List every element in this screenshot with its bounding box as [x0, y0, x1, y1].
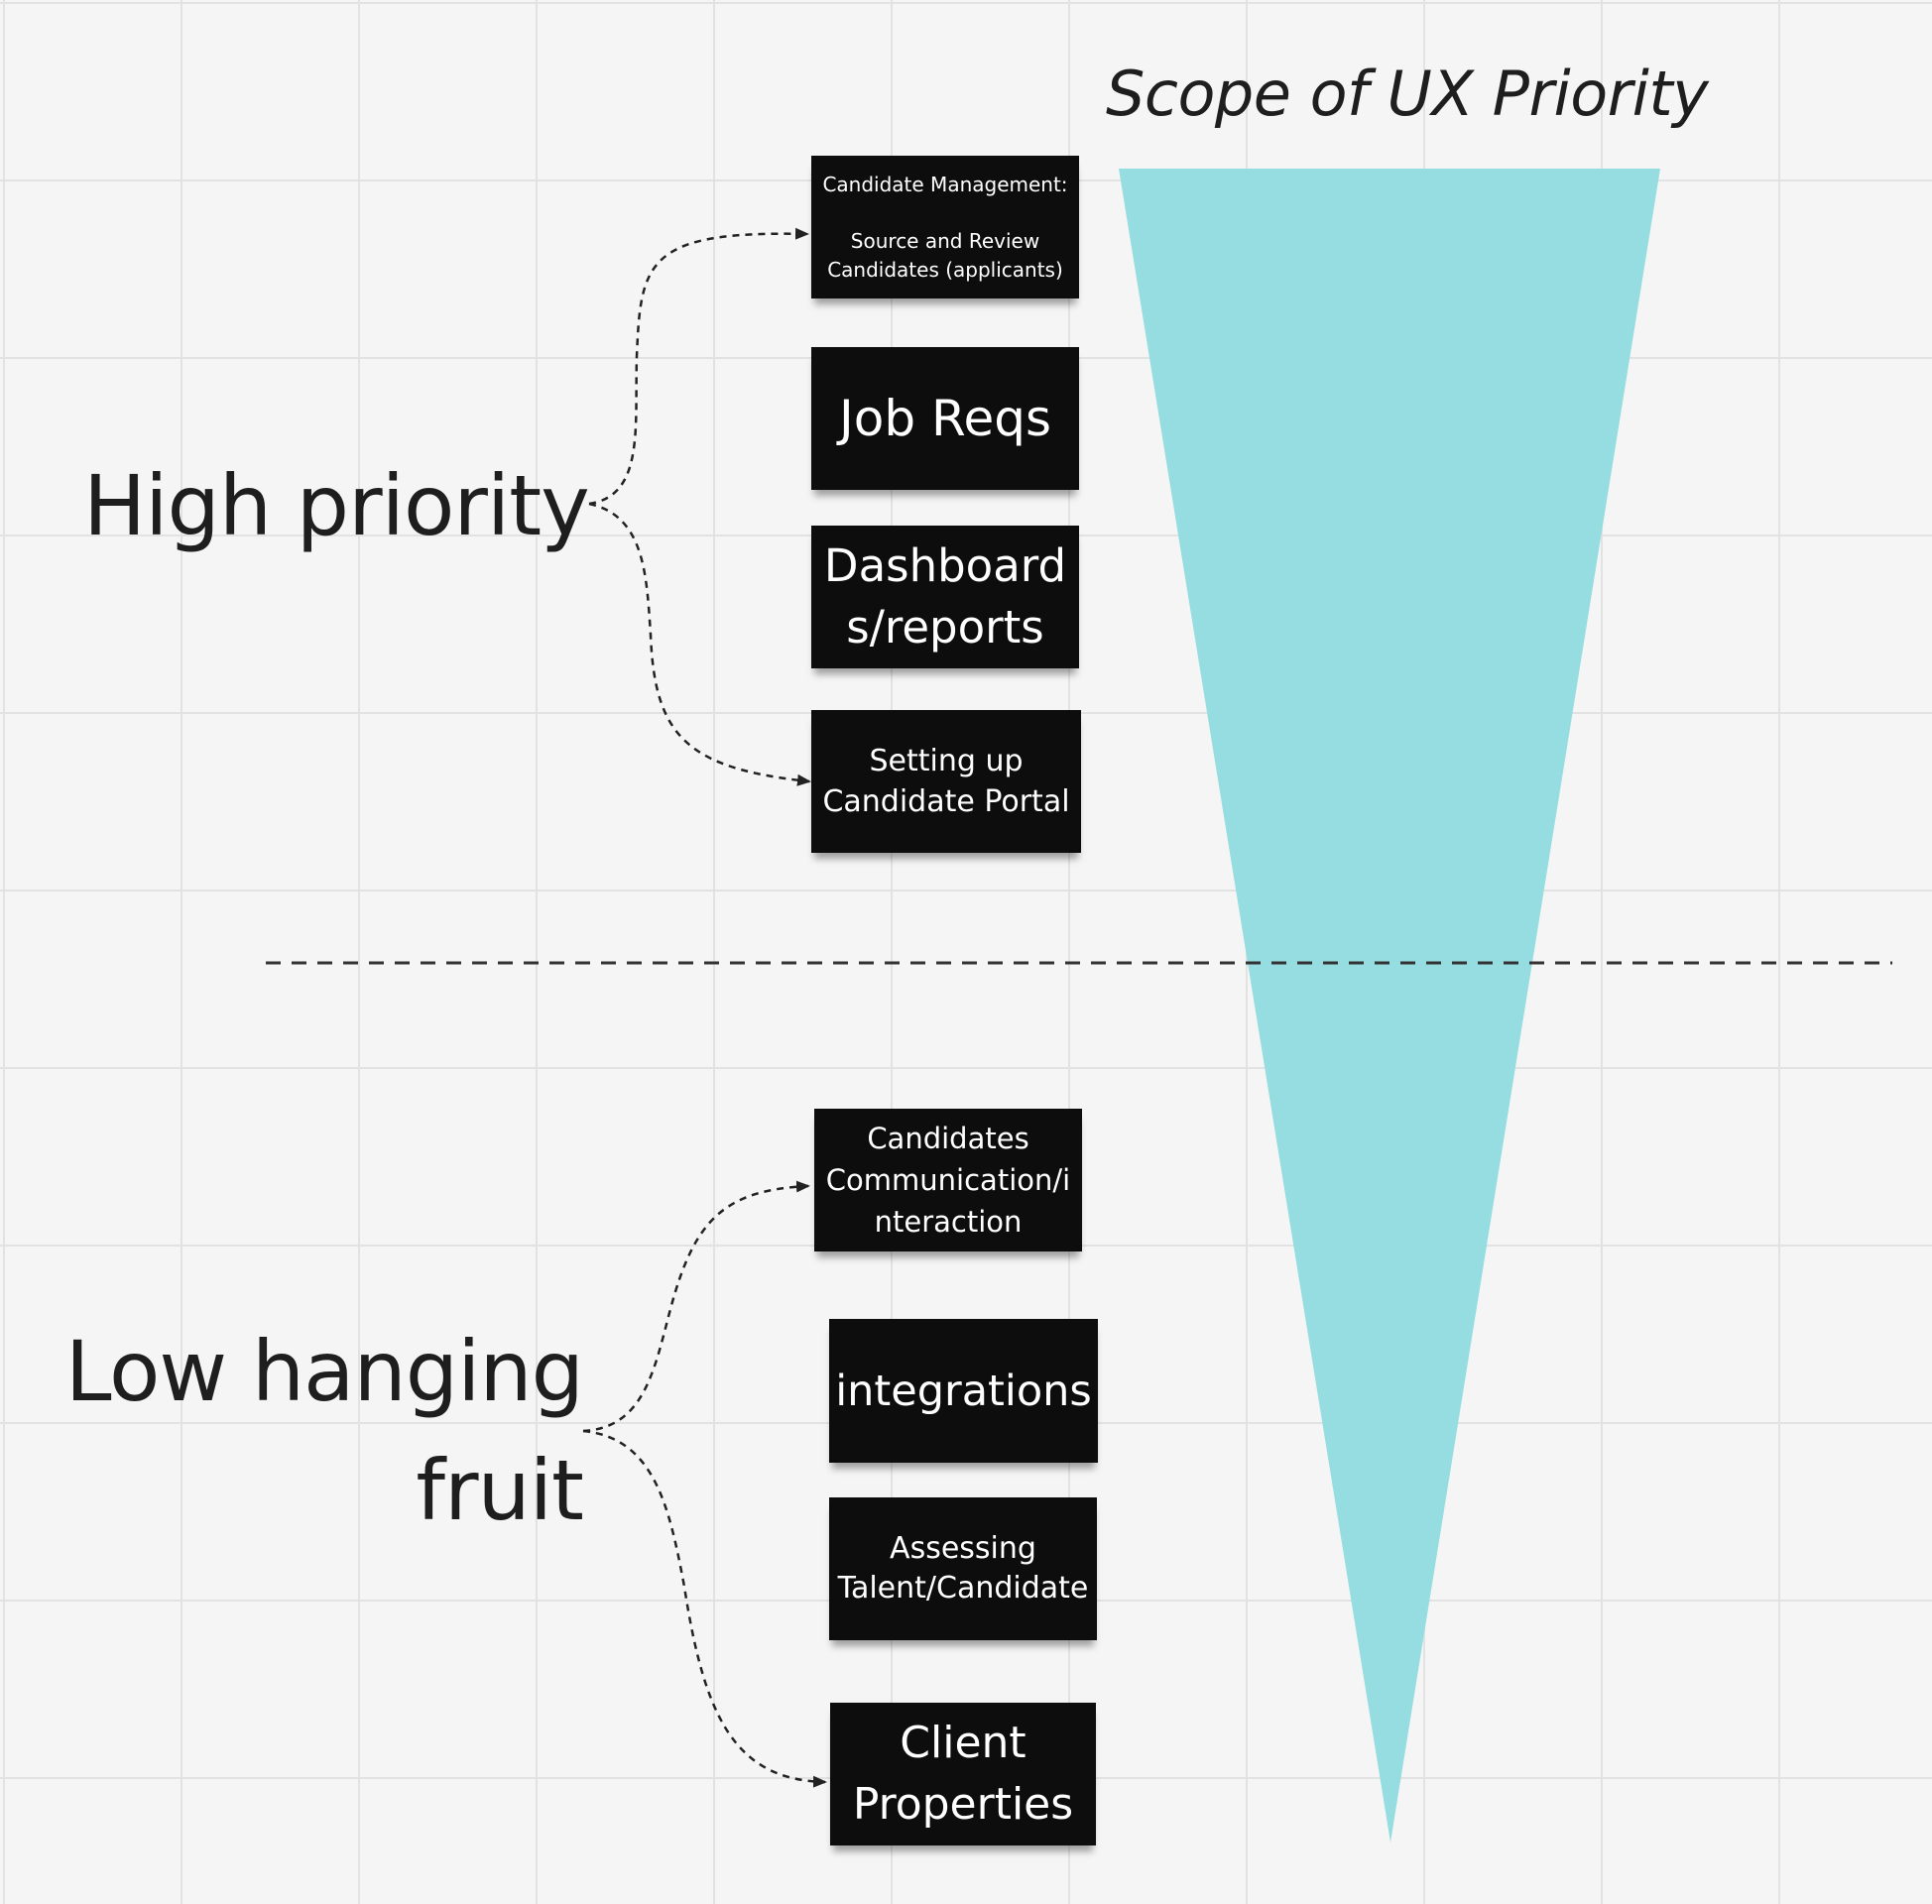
sticky-text-line: Candidate Management: — [822, 172, 1068, 196]
sticky-text-line: Properties — [852, 1779, 1074, 1830]
group-label-line: fruit — [416, 1442, 584, 1539]
sticky-candidate-portal[interactable]: Setting up Candidate Portal — [811, 710, 1081, 853]
priority-funnel[interactable] — [1119, 169, 1660, 1843]
group-label-line: High priority — [83, 457, 590, 554]
group-label-high-priority[interactable]: High priority — [83, 446, 590, 565]
sticky-assessing-talent[interactable]: Assessing Talent/Candidate — [829, 1497, 1097, 1640]
sticky-text-line: Client — [900, 1718, 1026, 1768]
sticky-text-line: Source and Review — [850, 228, 1040, 253]
sticky-text-line: Assessing — [890, 1531, 1036, 1566]
sticky-candidate-management[interactable]: Candidate Management: Source and Review … — [811, 156, 1079, 298]
sticky-text-line: s/reports — [846, 601, 1044, 654]
sticky-text-line: Dashboard — [823, 539, 1067, 592]
diagram-title[interactable]: Scope of UX Priority — [1106, 58, 1709, 130]
sticky-text-line: Job Reqs — [838, 390, 1051, 447]
sticky-job-reqs[interactable]: Job Reqs — [811, 347, 1079, 490]
sticky-client-properties[interactable]: Client Properties — [830, 1703, 1096, 1845]
sticky-text-line: nteraction — [874, 1205, 1023, 1239]
sticky-text-line: Talent/Candidate — [837, 1571, 1089, 1606]
sticky-dashboards-reports[interactable]: Dashboard s/reports — [811, 526, 1079, 668]
sticky-text-line: Candidate Portal — [822, 784, 1070, 819]
sticky-integrations[interactable]: integrations — [829, 1319, 1098, 1463]
sticky-text-line: Candidates (applicants) — [827, 257, 1063, 282]
connector-high-to-candidate-management[interactable] — [588, 227, 809, 506]
sticky-text-line: Setting up — [869, 744, 1024, 778]
sticky-text-line: Communication/i — [825, 1163, 1071, 1197]
connector-low-to-client-properties[interactable] — [582, 1429, 827, 1788]
group-label-line: Low hanging — [64, 1323, 584, 1420]
sticky-text-line: Candidates — [867, 1122, 1029, 1155]
connector-low-to-candidates-communication[interactable] — [582, 1180, 810, 1433]
sticky-candidates-communication[interactable]: Candidates Communication/i nteraction — [814, 1109, 1082, 1251]
sticky-text-line: integrations — [835, 1366, 1092, 1416]
connector-high-to-candidate-portal[interactable] — [588, 502, 811, 786]
group-label-low-hanging-fruit[interactable]: Low hanging fruit — [60, 1312, 584, 1550]
